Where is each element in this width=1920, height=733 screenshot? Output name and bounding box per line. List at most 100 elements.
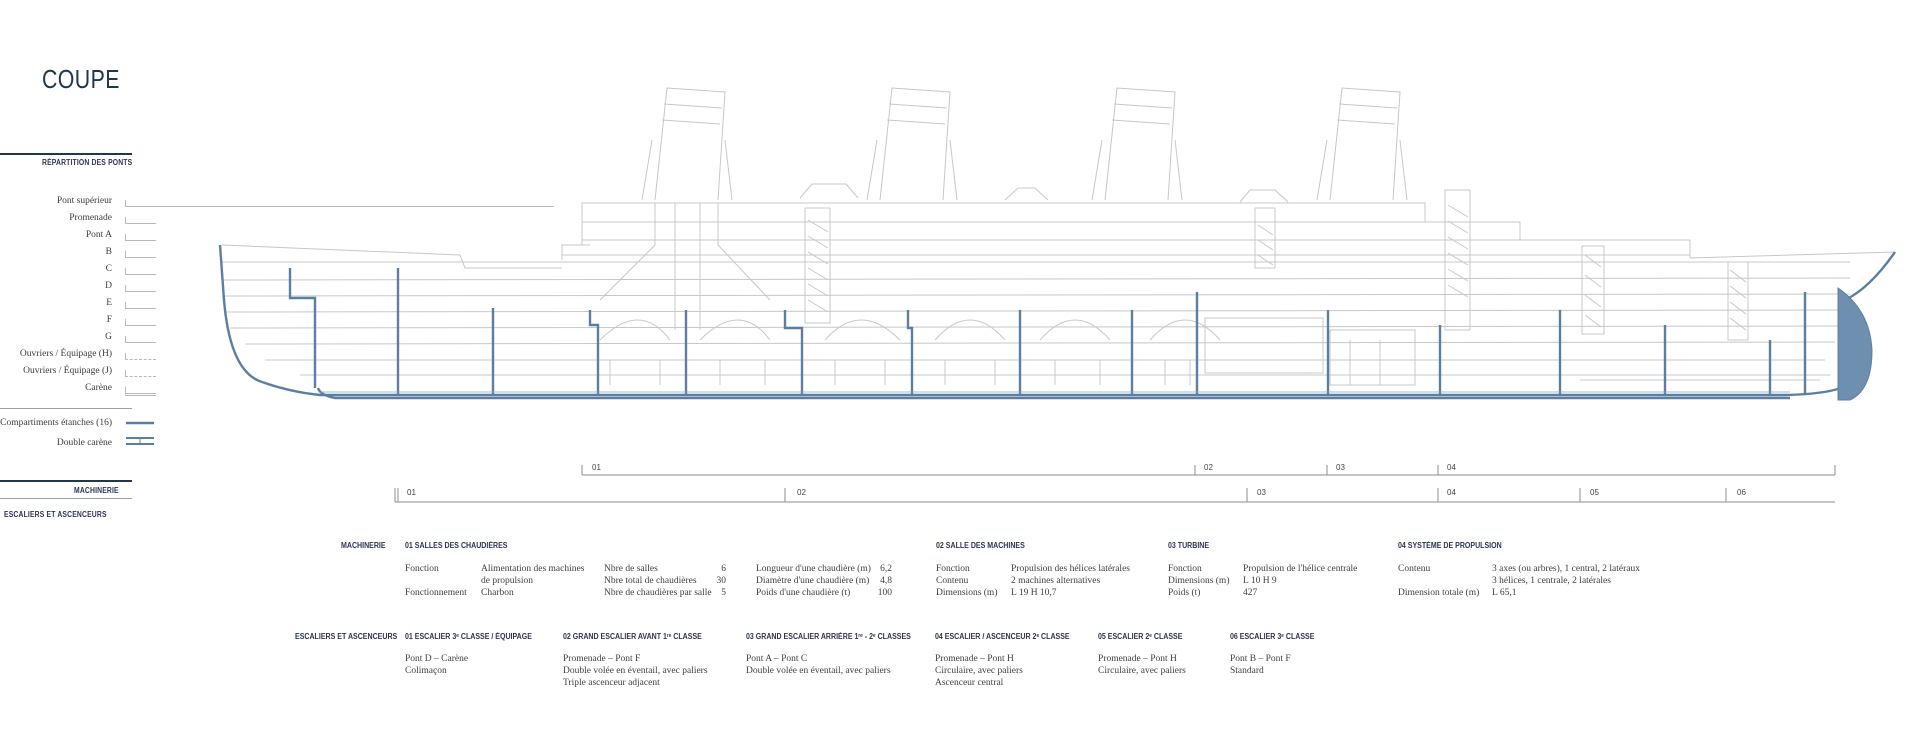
turbine-key: Poids (t) [1168, 588, 1201, 598]
stair-title: 06 ESCALIER 3ᵉ CLASSE [1230, 632, 1315, 641]
stair-line: Promenade – Pont H [935, 654, 1014, 664]
boilers-dim-key: Diamètre d'une chaudière (m) [756, 576, 870, 586]
deck-label: G [105, 332, 112, 342]
stair-title: 03 GRAND ESCALIER ARRIÈRE 1ʳᵉ - 2ᵉ CLASS… [746, 632, 911, 641]
deck-marker [125, 200, 554, 207]
propulsion-title: 04 SYSTÈME DE PROPULSION [1398, 541, 1502, 550]
funnel-4 [1329, 87, 1401, 201]
turbine-value: 427 [1243, 588, 1258, 598]
deck-marker [125, 234, 156, 241]
deck-marker [125, 302, 156, 309]
deck-marker [125, 251, 156, 258]
deck-marker [125, 319, 156, 326]
boilers-dim-value: 100 [877, 588, 892, 598]
deck-label: Promenade [69, 213, 112, 223]
page-title: COUPE [42, 64, 120, 94]
propulsion-dimension-key: Dimension totale (m) [1398, 588, 1480, 598]
stairs-range-heading: ESCALIERS ET ASCENCEURS [4, 510, 107, 519]
stair-line: Promenade – Pont F [563, 654, 641, 664]
stairs-heading: ESCALIERS ET ASCENCEURS [295, 632, 398, 641]
stairs-range-02: 02 [797, 488, 806, 497]
stair-line: Colimaçon [405, 666, 447, 676]
deck-marker [125, 353, 156, 360]
stair-title: 01 ESCALIER 3ᵉ CLASSE / ÉQUIPAGE [405, 632, 532, 641]
boilers-dim-value: 4,8 [880, 576, 892, 586]
engines-key: Dimensions (m) [936, 588, 998, 598]
stairs-range-05: 05 [1590, 488, 1599, 497]
stair-line: Pont A – Pont C [746, 654, 808, 664]
stair-line: Promenade – Pont H [1098, 654, 1177, 664]
boilers-dim-key: Poids d'une chaudière (t) [756, 588, 851, 598]
machinery-range-01: 01 [592, 463, 601, 472]
boilers-fonction-value-2: de propulsion [481, 576, 533, 586]
stair-line: Circulaire, avec paliers [935, 666, 1023, 676]
stair-line: Pont B – Pont F [1230, 654, 1291, 664]
propulsion-contenu-value-1: 3 axes (ou arbres), 1 central, 2 latérau… [1492, 564, 1640, 574]
deck-marker [125, 217, 156, 224]
deck-label: B [105, 247, 112, 257]
propulsion-contenu-key: Contenu [1398, 564, 1431, 574]
deck-label: Pont supérieur [56, 196, 112, 206]
stair-line: Circulaire, avec paliers [1098, 666, 1186, 676]
boilers-dim-key: Longueur d'une chaudière (m) [756, 564, 871, 574]
stair-line: Standard [1230, 666, 1264, 676]
boilers-stat-value: 5 [721, 588, 726, 598]
deck-marker [125, 387, 156, 396]
machinery-range-04: 04 [1447, 463, 1456, 472]
machinery-range-03: 03 [1336, 463, 1345, 472]
boilers-title: 01 SALLES DES CHAUDIÈRES [405, 541, 508, 550]
boilers-dim-value: 6,2 [880, 564, 892, 574]
boilers-stat-key: Nbre de chaudières par salle [604, 588, 712, 598]
deck-label: Ouvriers / Équipage (H) [19, 349, 112, 359]
propulsion-contenu-value-2: 3 hélices, 1 centrale, 2 latérales [1492, 576, 1611, 586]
stair-title: 05 ESCALIER 2ᵉ CLASSE [1098, 632, 1183, 641]
turbine-value: L 10 H 9 [1243, 576, 1277, 586]
machinery-range-02: 02 [1204, 463, 1213, 472]
deck-marker [125, 370, 156, 377]
engines-value: L 19 H 10,7 [1011, 588, 1057, 598]
legend-rule [0, 408, 132, 409]
stair-title: 02 GRAND ESCALIER AVANT 1ʳᵉ CLASSE [563, 632, 702, 641]
deck-marker [125, 336, 156, 343]
funnel-1 [654, 87, 726, 201]
stair-line: Double volée en éventail, avec paliers [563, 666, 708, 676]
turbine-value: Propulsion de l'hélice centrale [1243, 564, 1358, 574]
funnel-2 [879, 87, 951, 201]
machinery-heading: MACHINERIE [341, 541, 386, 550]
boilers-stat-value: 6 [721, 564, 726, 574]
stairs-range-06: 06 [1737, 488, 1746, 497]
funnel-3 [1104, 87, 1176, 201]
machinery-range-rule [0, 480, 132, 482]
legend-compartments-label: Compartiments étanches (16) [0, 418, 112, 428]
stairs-range-04: 04 [1447, 488, 1456, 497]
deck-label: F [106, 315, 112, 325]
deck-label: Ouvriers / Équipage (J) [23, 366, 112, 376]
turbine-key: Dimensions (m) [1168, 576, 1230, 586]
engines-key: Fonction [936, 564, 970, 574]
deck-marker [125, 268, 156, 275]
propulsion-dimension-value: L 65,1 [1492, 588, 1517, 598]
legend-swatches [126, 421, 154, 445]
boilers-fonction-value-1: Alimentation des machines [481, 564, 585, 574]
deck-label: D [105, 281, 112, 291]
stair-line: Triple ascenceur adjacent [563, 678, 660, 688]
rudder-shape [1837, 287, 1873, 401]
engines-value: Propulsion des hélices latérales [1011, 564, 1130, 574]
boilers-fonctionnement-value: Charbon [481, 588, 514, 598]
turbine-title: 03 TURBINE [1168, 541, 1210, 550]
stair-line: Double volée en éventail, avec paliers [746, 666, 891, 676]
deck-label: Carène [85, 383, 112, 393]
decks-rule [0, 153, 132, 155]
engines-value: 2 machines alternatives [1011, 576, 1101, 586]
turbine-key: Fonction [1168, 564, 1202, 574]
deck-label: C [105, 264, 112, 274]
deck-marker [125, 285, 156, 292]
boilers-stat-value: 30 [716, 576, 727, 586]
boilers-fonctionnement-key: Fonctionnement [405, 588, 467, 598]
stair-title: 04 ESCALIER / ASCENCEUR 2ᵉ CLASSE [935, 632, 1070, 641]
machinery-range-heading: MACHINERIE [74, 486, 119, 495]
boilers-stat-key: Nbre total de chaudières [604, 576, 697, 586]
stairs-range-03: 03 [1257, 488, 1266, 497]
deck-label: E [106, 298, 112, 308]
